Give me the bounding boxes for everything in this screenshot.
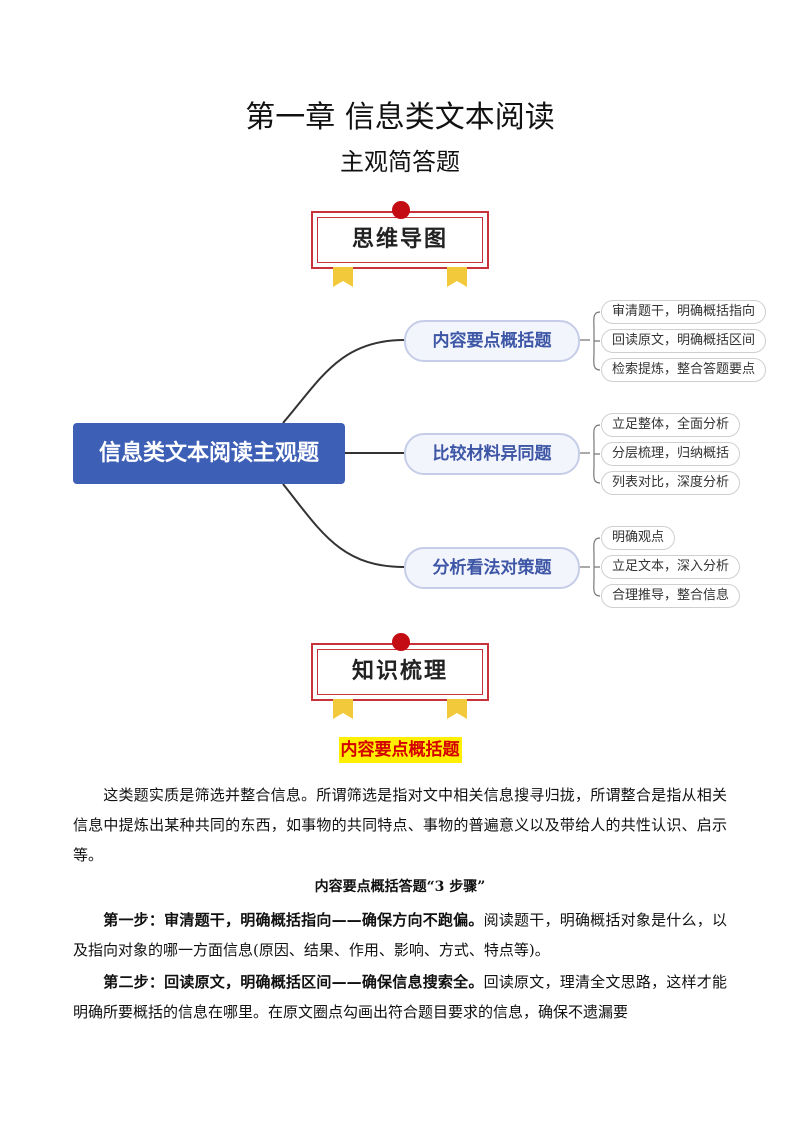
- mindmap-root: 信息类文本阅读主观题: [73, 423, 345, 484]
- step-1-heading: 第一步：审清题干，明确概括指向——确保方向不跑偏。: [103, 911, 484, 929]
- mindmap-leaf: 审清题干，明确概括指向: [601, 300, 767, 324]
- knowledge-badge: 知识梳理: [311, 633, 489, 719]
- mindmap-leaf: 分层梳理，归纳概括: [601, 442, 741, 466]
- ribbon-icon: [447, 699, 467, 719]
- mindmap-leaf: 明确观点: [601, 526, 676, 550]
- intro-paragraph: 这类题实质是筛选并整合信息。所谓筛选是指对文中相关信息搜寻归拢，所谓整合是指从相…: [73, 780, 727, 870]
- ribbon-icon: [447, 267, 467, 287]
- step-1-paragraph: 第一步：审清题干，明确概括指向——确保方向不跑偏。阅读题干，明确概括对象是什么，…: [73, 905, 727, 965]
- section-heading: 内容要点概括题: [0, 737, 800, 763]
- step-2-text: 回读原文，理清全文思路，这样才能明确所要概括的信息在哪里。在原文圈点勾画出符合题…: [73, 973, 727, 1021]
- page-subtitle: 主观简答题: [340, 148, 460, 176]
- mindmap-branch: 内容要点概括题: [404, 320, 580, 362]
- mindmap-badge-label: 思维导图: [351, 227, 448, 252]
- mindmap-leaf: 立足整体，全面分析: [601, 413, 741, 437]
- step-2-paragraph: 第二步：回读原文，明确概括区间——确保信息搜索全。回读原文，理清全文思路，这样才…: [73, 967, 727, 1027]
- mindmap-branch: 比较材料异同题: [404, 433, 580, 475]
- red-dot-icon: [392, 201, 410, 219]
- mindmap-leaf: 检索提炼，整合答题要点: [601, 358, 767, 382]
- steps-title: 内容要点概括答题“3 步骤”: [314, 879, 486, 895]
- mindmap-leaf: 合理推导，整合信息: [601, 584, 741, 608]
- step-1-text: 阅读题干，明确概括对象是什么，以及指向对象的哪一方面信息(原因、结果、作用、影响…: [73, 911, 727, 959]
- knowledge-badge-label: 知识梳理: [351, 659, 448, 684]
- mindmap-branch: 分析看法对策题: [404, 547, 580, 589]
- step-2-heading: 第二步：回读原文，明确概括区间——确保信息搜索全。: [103, 973, 484, 991]
- intro-text: 这类题实质是筛选并整合信息。所谓筛选是指对文中相关信息搜寻归拢，所谓整合是指从相…: [73, 786, 727, 864]
- ribbon-icon: [333, 699, 353, 719]
- mindmap-leaf: 立足文本，深入分析: [601, 555, 741, 579]
- mindmap-leaf: 回读原文，明确概括区间: [601, 329, 767, 353]
- page-title: 第一章 信息类文本阅读: [245, 100, 555, 135]
- red-dot-icon: [392, 633, 410, 651]
- mindmap-connectors: [282, 311, 601, 597]
- mindmap-leaf: 列表对比，深度分析: [601, 471, 741, 495]
- ribbon-icon: [333, 267, 353, 287]
- mindmap-badge: 思维导图: [311, 201, 489, 287]
- section-heading-text: 内容要点概括题: [338, 737, 462, 763]
